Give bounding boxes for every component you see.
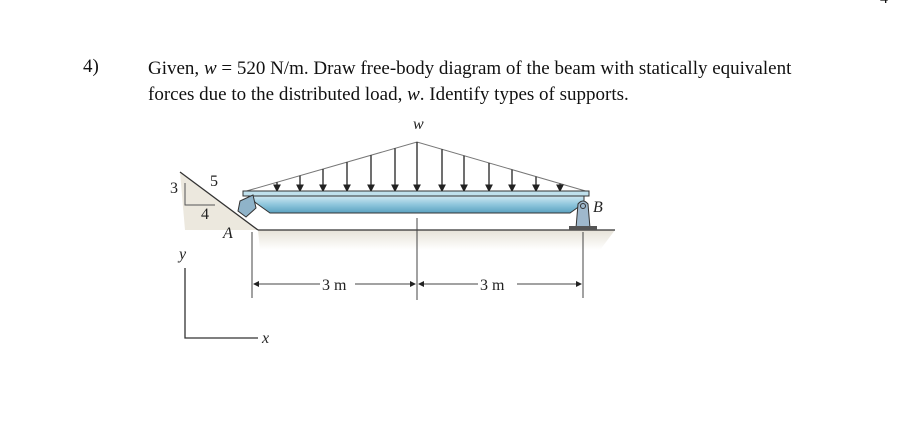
variable-w: w (407, 84, 420, 105)
beam-top-flange (242, 190, 590, 197)
problem-number: 4) (83, 56, 99, 77)
load-arrows (273, 142, 564, 193)
dim-left-label: 3 m (322, 277, 347, 294)
load-label: w (413, 116, 424, 133)
problem-line-1: Given, w = 520 N/m. Draw free-body diagr… (148, 56, 791, 82)
slope-run-label: 4 (201, 206, 209, 223)
axis-x-label: x (261, 330, 269, 347)
text: = 520 N/m. Draw free-body diagram of the… (216, 58, 792, 79)
slope-rise-label: 3 (170, 180, 178, 197)
slope-triangle (184, 183, 215, 206)
page-number: 4 (880, 0, 888, 8)
text: forces due to the distributed load, (148, 84, 408, 105)
pin-icon (580, 203, 586, 209)
text: . Identify types of supports. (419, 84, 629, 105)
ground-shadow (258, 230, 615, 250)
beam (246, 195, 585, 214)
support-b-pin (575, 200, 591, 229)
support-a-label: A (222, 225, 233, 242)
slope-hyp-label: 5 (210, 173, 218, 190)
support-b-base (569, 226, 597, 230)
axis-y-label: y (177, 246, 187, 263)
support-b-label: B (593, 199, 603, 216)
support-a-rocker (237, 194, 257, 218)
dim-right-label: 3 m (480, 277, 505, 294)
problem-line-2: forces due to the distributed load, w. I… (148, 82, 791, 108)
slope-line (179, 171, 259, 231)
text: Given, (148, 58, 204, 79)
variable-w: w (203, 58, 217, 79)
problem-statement: Given, w = 520 N/m. Draw free-body diagr… (148, 56, 791, 108)
load-envelope (242, 141, 590, 193)
coordinate-axes (184, 268, 258, 339)
